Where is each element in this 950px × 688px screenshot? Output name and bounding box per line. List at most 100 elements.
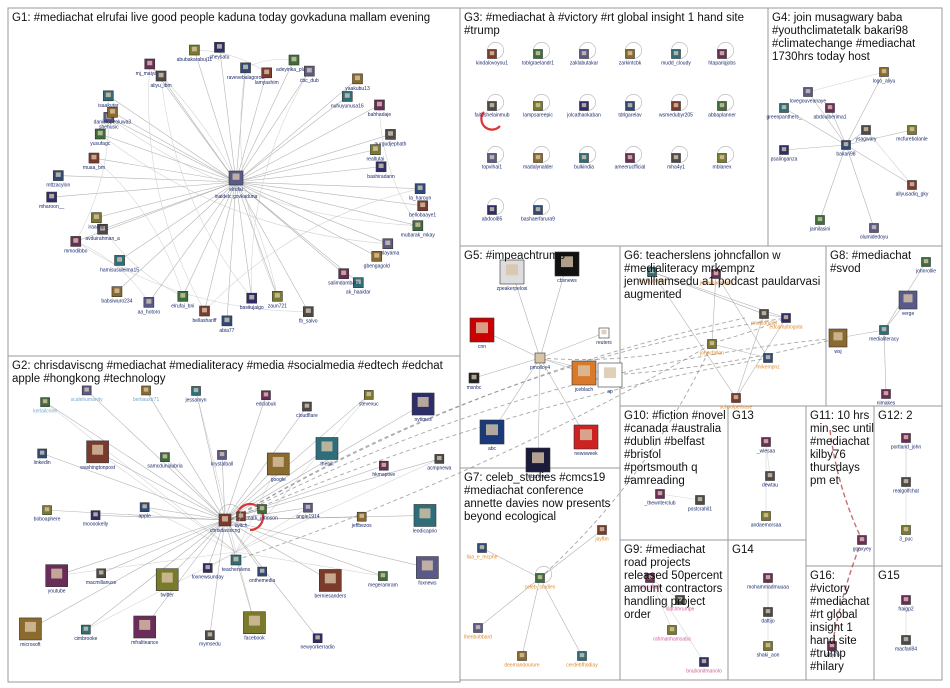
node-label: lampsareepic (523, 113, 553, 119)
group-title-g4: G4: join musagwary baba #youthclimatetal… (772, 12, 916, 63)
node-label: tdrlgarelav (618, 113, 642, 119)
edge (209, 519, 226, 636)
edge (659, 493, 701, 501)
network-node: samcduniaubria (147, 452, 183, 470)
avatar-face-icon (341, 270, 347, 275)
node-label: mubarak_mkay (401, 233, 436, 239)
node-label: abc (488, 446, 497, 452)
node-label: wsj (834, 349, 841, 355)
network-node: twitch (235, 511, 248, 529)
node-label: mttzacylon (46, 183, 70, 189)
node-label: mohammadmuuaa (747, 585, 789, 591)
edge (93, 157, 237, 183)
avatar-face-icon (359, 513, 364, 518)
network-node: hkmaptive (372, 460, 395, 478)
node-label: jayfbn (594, 537, 609, 543)
network-node: rahmanhamsaba (653, 625, 691, 643)
avatar-face-icon (903, 479, 909, 484)
network-node: goaxyey (853, 535, 872, 553)
network-node: ravevebalagoro1 (227, 62, 264, 81)
network-node: olumidedoyu (860, 223, 888, 241)
avatar-face-icon (355, 279, 361, 284)
node-label: wsmedubyr205 (659, 113, 693, 119)
network-node: edclabuk (256, 390, 276, 408)
node-label: ak_haaidar (346, 290, 371, 296)
node-label: adeyinka_placid (276, 67, 312, 73)
network-node: mudd_cloudy (661, 42, 691, 67)
avatar-face-icon (677, 597, 683, 602)
network-node: amlayama (376, 238, 400, 257)
avatar-face-icon (489, 103, 495, 108)
avatar-face-icon (561, 256, 573, 268)
edge (235, 181, 309, 312)
edge (829, 429, 863, 541)
avatar-face-icon (142, 504, 147, 509)
avatar-face-icon (829, 643, 835, 648)
edge (845, 144, 875, 229)
network-node: atm_shafe (638, 573, 662, 591)
avatar-face-icon (476, 322, 488, 334)
group-box-g16 (805, 565, 875, 681)
node-label: ysagwary (855, 137, 877, 143)
avatar-face-icon (381, 462, 387, 467)
network-node: salimdambam (328, 268, 359, 287)
avatar-face-icon (92, 444, 104, 455)
edge (224, 519, 255, 623)
node-label: bashiradann (367, 174, 395, 180)
avatar-face-icon (673, 103, 679, 108)
edge (42, 453, 226, 521)
avatar-face-icon (763, 513, 769, 518)
node-label: cnn (478, 344, 486, 350)
avatar-face-icon (73, 238, 79, 243)
node-label: lisa_e_mcphe (467, 555, 498, 561)
node-label: topvihai1 (482, 165, 502, 171)
node-label: inaidelc govkaduna (215, 194, 258, 200)
edge (148, 63, 205, 312)
avatar-face-icon (479, 545, 485, 550)
network-node: pauldarvasi (751, 309, 777, 327)
avatar-face-icon (781, 105, 787, 110)
avatar-face-icon (272, 456, 284, 467)
network-node: jolcathankaban (566, 94, 601, 119)
network-node: mttzacylon (46, 170, 70, 189)
avatar-face-icon (783, 315, 789, 320)
avatar-face-icon (376, 101, 382, 107)
edge (47, 509, 226, 521)
node-label: jessamyn (184, 397, 206, 403)
network-node: zpeakerpelosi (497, 259, 527, 292)
edge (224, 519, 263, 572)
avatar-face-icon (881, 69, 887, 74)
node-label: mha4y1 (667, 165, 685, 171)
avatar-face-icon (100, 226, 106, 231)
node-label: onthemedia (249, 578, 275, 584)
network-node: madalynalder (523, 145, 553, 171)
node-label: acmpnewa (427, 465, 451, 471)
network-node: ameerucfficial (615, 145, 645, 171)
node-label: microsoft (20, 642, 41, 648)
avatar-face-icon (843, 142, 849, 147)
network-node: bashaerfarura9 (521, 197, 555, 223)
network-node: newyorkerradio (301, 633, 335, 651)
node-label: postcrahil1 (688, 507, 712, 513)
edge (224, 519, 331, 581)
node-label: elrufai_bni (171, 303, 194, 309)
network-node: portland_john (891, 433, 921, 451)
edge (235, 458, 440, 553)
network-node: wsmedubyr205 (659, 94, 693, 119)
node-label: muaa_bm (83, 165, 105, 171)
avatar-face-icon (158, 72, 164, 78)
nodes-layer: ravevebalagoro1lamyashimadeyinka_placidc… (19, 42, 936, 675)
avatar-face-icon (51, 568, 63, 579)
edge (51, 181, 237, 198)
avatar-face-icon (263, 392, 269, 397)
network-node: yaakubu13 (345, 73, 370, 92)
avatar-face-icon (161, 572, 173, 583)
node-label: bulkindia (574, 165, 594, 171)
avatar-face-icon (761, 311, 767, 316)
node-label: iraaidul (88, 225, 104, 231)
node-label: kilby76 (824, 653, 840, 659)
group-title-g9: G9: #mediachat road projects released 50… (624, 544, 723, 621)
edge (235, 181, 377, 257)
node-label: chrisdaviscng (210, 528, 241, 534)
edge (56, 519, 226, 576)
